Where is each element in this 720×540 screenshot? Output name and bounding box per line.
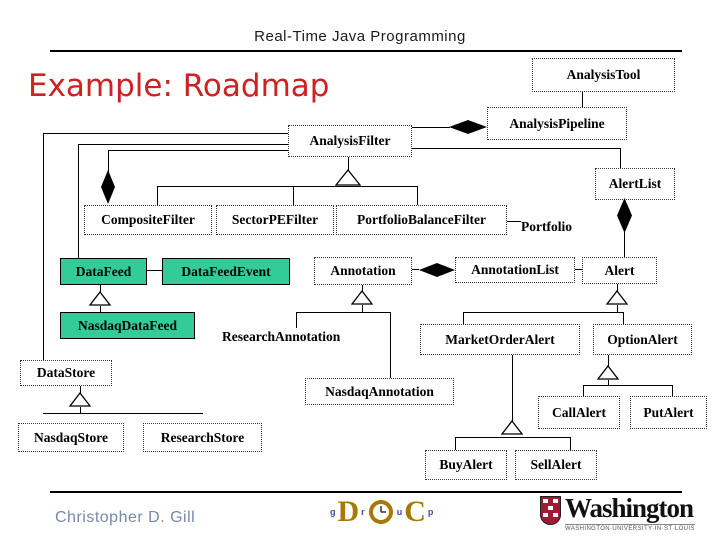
connector-line bbox=[582, 90, 583, 107]
node-analysis-pipeline: AnalysisPipeline bbox=[487, 107, 627, 140]
node-annotation: Annotation bbox=[314, 257, 412, 285]
connector-line bbox=[296, 312, 390, 313]
connector-line bbox=[620, 148, 621, 168]
connector-line bbox=[43, 413, 203, 414]
connector-line bbox=[505, 221, 521, 222]
connector-line bbox=[157, 186, 158, 205]
connector-line bbox=[78, 144, 288, 145]
header-rule bbox=[50, 50, 682, 52]
node-nasdaq-data-feed: NasdaqDataFeed bbox=[60, 312, 195, 339]
connector-line bbox=[583, 385, 584, 396]
connector-line bbox=[108, 150, 109, 172]
node-option-alert: OptionAlert bbox=[593, 324, 692, 355]
node-alert: Alert bbox=[582, 257, 657, 284]
university-tagline: WASHINGTON·UNIVERSITY·IN·ST·LOUIS bbox=[565, 524, 695, 532]
node-data-feed: DataFeed bbox=[60, 258, 147, 285]
connector-line bbox=[623, 312, 624, 324]
page-title: Example: Roadmap bbox=[28, 68, 330, 104]
university-logo: Washington WASHINGTON·UNIVERSITY·IN·ST·L… bbox=[539, 495, 695, 532]
inheritance-triangle-icon bbox=[351, 290, 373, 305]
connector-line bbox=[362, 283, 363, 291]
doc-letter-p: p bbox=[427, 507, 434, 517]
inheritance-triangle-icon bbox=[501, 420, 523, 435]
connector-line bbox=[80, 407, 81, 413]
node-sector-pe-filter: SectorPEFilter bbox=[216, 205, 334, 235]
connector-line bbox=[293, 186, 294, 205]
connector-line bbox=[672, 385, 673, 396]
node-sell-alert: SellAlert bbox=[515, 450, 597, 480]
clock-icon bbox=[368, 500, 393, 524]
aggregation-diamond-icon bbox=[419, 263, 455, 277]
connector-line bbox=[617, 305, 618, 312]
connector-line bbox=[463, 312, 464, 324]
connector-line bbox=[80, 384, 81, 393]
connector-line bbox=[455, 437, 456, 450]
connector-line bbox=[608, 353, 609, 366]
connector-line bbox=[108, 150, 288, 151]
connector-line bbox=[410, 127, 450, 128]
aggregation-diamond-icon bbox=[449, 120, 487, 134]
connector-line bbox=[583, 385, 672, 386]
doc-letter-g: g bbox=[330, 507, 336, 517]
node-analysis-tool: AnalysisTool bbox=[532, 58, 675, 92]
connector-line bbox=[390, 312, 391, 378]
connector-line bbox=[78, 144, 79, 258]
connector-line bbox=[573, 269, 582, 270]
inheritance-triangle-icon bbox=[606, 290, 628, 305]
node-nasdaq-store: NasdaqStore bbox=[18, 423, 124, 452]
connector-line bbox=[463, 312, 623, 313]
node-annotation-list: AnnotationList bbox=[455, 257, 575, 283]
inheritance-triangle-icon bbox=[335, 169, 361, 186]
connector-line bbox=[455, 437, 570, 438]
aggregation-diamond-icon bbox=[101, 170, 115, 204]
node-composite-filter: CompositeFilter bbox=[84, 205, 212, 235]
connector-line bbox=[410, 269, 419, 270]
doc-letter-d: D bbox=[337, 495, 360, 528]
doc-letter-u: u bbox=[396, 507, 403, 517]
connector-line bbox=[43, 133, 44, 360]
node-portfolio: Portfolio bbox=[521, 219, 572, 234]
connector-line bbox=[417, 186, 418, 205]
node-call-alert: CallAlert bbox=[538, 396, 620, 429]
university-name: Washington bbox=[565, 493, 694, 523]
connector-line bbox=[348, 155, 349, 170]
connector-line bbox=[296, 312, 297, 328]
connector-line bbox=[362, 305, 363, 312]
node-buy-alert: BuyAlert bbox=[425, 450, 507, 480]
node-research-annotation: ResearchAnnotation bbox=[222, 329, 341, 344]
connector-line bbox=[145, 270, 162, 271]
footer-rule bbox=[50, 491, 682, 493]
node-put-alert: PutAlert bbox=[630, 396, 707, 429]
connector-line bbox=[100, 306, 101, 312]
node-research-store: ResearchStore bbox=[143, 423, 262, 452]
course-header: Real-Time Java Programming bbox=[254, 28, 466, 45]
doc-group-logo: g D r u C p bbox=[328, 497, 435, 527]
aggregation-diamond-icon bbox=[617, 198, 632, 233]
inheritance-triangle-icon bbox=[69, 392, 91, 407]
node-data-store: DataStore bbox=[20, 360, 112, 386]
node-alert-list: AlertList bbox=[595, 168, 675, 200]
connector-line bbox=[570, 437, 571, 450]
node-data-feed-event: DataFeedEvent bbox=[162, 258, 290, 285]
connector-line bbox=[100, 283, 101, 292]
connector-line bbox=[608, 380, 609, 385]
shield-icon bbox=[539, 496, 562, 526]
inheritance-triangle-icon bbox=[89, 291, 111, 306]
node-portfolio-balance-filter: PortfolioBalanceFilter bbox=[336, 205, 507, 235]
doc-letter-r: r bbox=[361, 507, 365, 517]
author-name: Christopher D. Gill bbox=[55, 509, 196, 526]
doc-letter-c: C bbox=[404, 495, 426, 528]
inheritance-triangle-icon bbox=[597, 365, 619, 380]
connector-line bbox=[512, 353, 513, 421]
connector-line bbox=[410, 148, 620, 149]
connector-line bbox=[43, 133, 288, 134]
node-analysis-filter: AnalysisFilter bbox=[288, 125, 412, 157]
node-nasdaq-annotation: NasdaqAnnotation bbox=[305, 378, 454, 405]
connector-line bbox=[624, 232, 625, 258]
connector-line bbox=[157, 186, 417, 187]
connector-line bbox=[617, 282, 618, 291]
node-market-order-alert: MarketOrderAlert bbox=[420, 324, 580, 355]
